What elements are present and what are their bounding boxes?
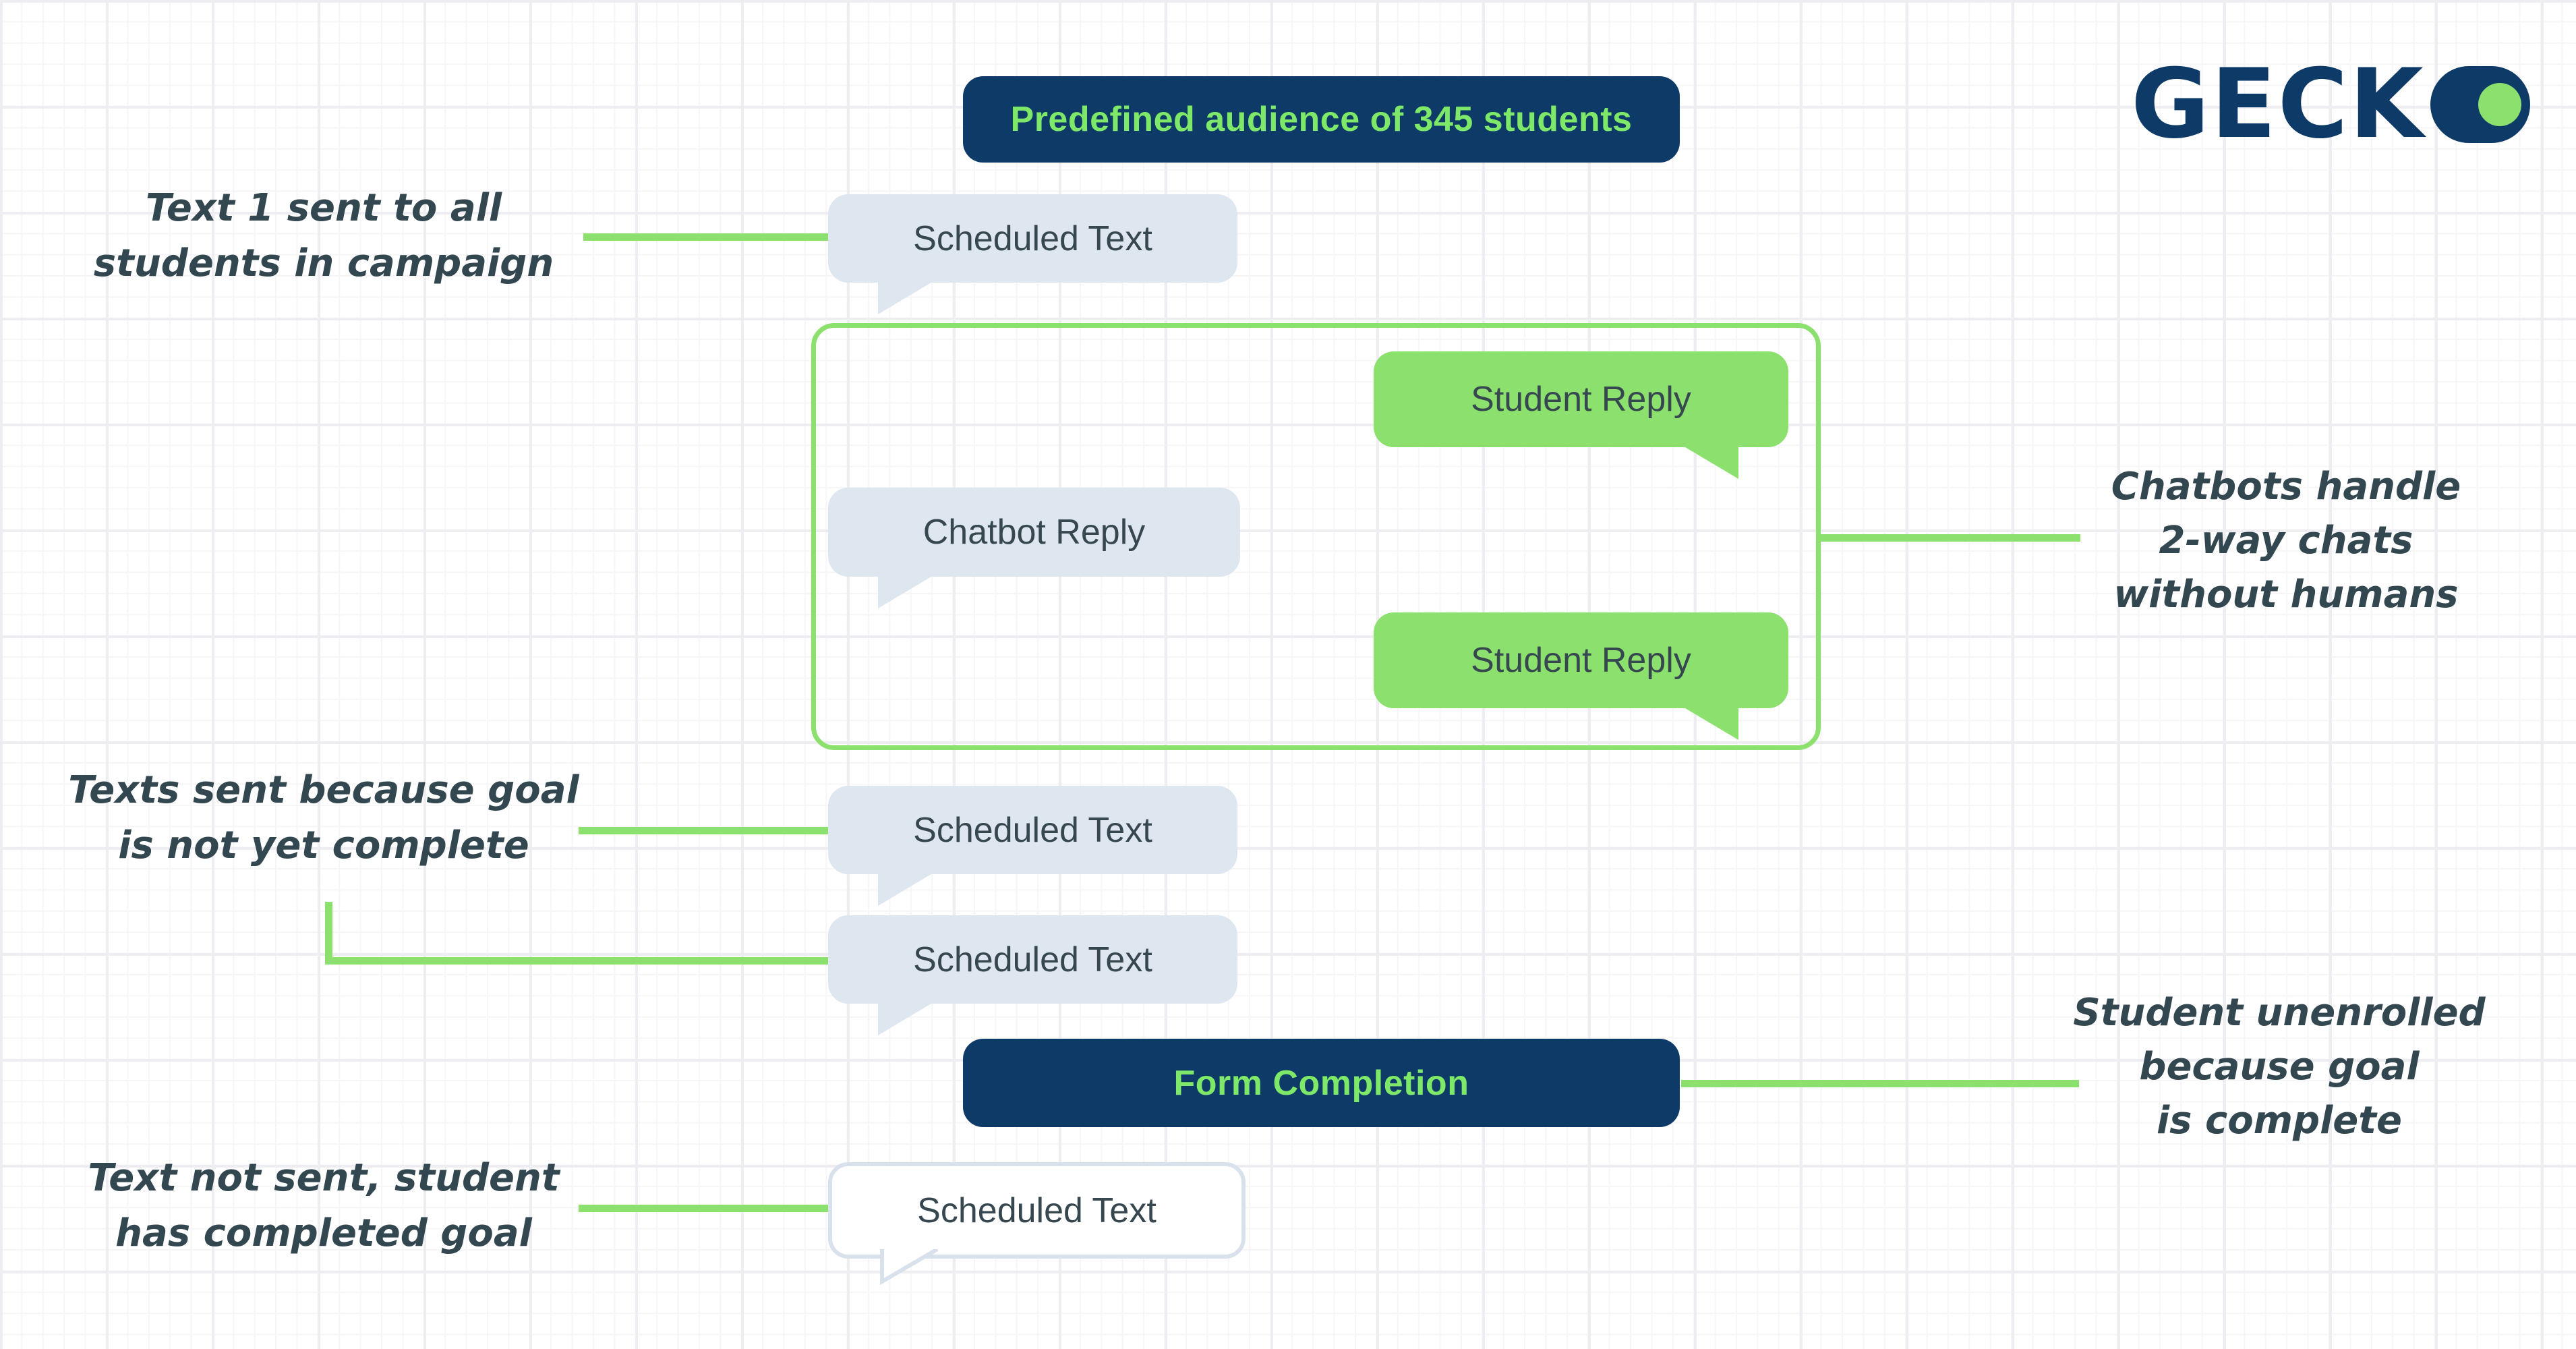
- annotation-line: because goal: [2139, 1045, 2420, 1089]
- scheduled-text-bubble-3: Scheduled Text: [828, 915, 1237, 1035]
- bubble-label: Scheduled Text: [913, 940, 1152, 979]
- bubble-label: Scheduled Text: [913, 219, 1152, 258]
- gecko-logo-o-icon: [2430, 66, 2530, 143]
- annotation-texts-sent-goal: Texts sent because goal is not yet compl…: [67, 763, 580, 873]
- annotation-line: is complete: [2156, 1099, 2403, 1143]
- scheduled-text-bubble-4-not-sent: Scheduled Text: [828, 1162, 1246, 1286]
- chatbot-reply-bubble: Chatbot Reply: [828, 488, 1240, 608]
- bubble-label: Scheduled Text: [917, 1190, 1157, 1230]
- annotation-line: Text not sent, student: [88, 1156, 560, 1200]
- annotation-chatbots-handle: Chatbots handle 2-way chats without huma…: [2063, 460, 2509, 622]
- bubble-label: Student Reply: [1471, 641, 1691, 680]
- gecko-logo-green-dot-icon: [2478, 83, 2521, 126]
- connector-form-to-annotation: [1681, 1080, 2079, 1087]
- annotation-line: without humans: [2113, 573, 2459, 616]
- student-reply-bubble-2: Student Reply: [1374, 612, 1788, 740]
- annotation-line: 2-way chats: [2159, 519, 2413, 563]
- gecko-logo-text: GECK: [2131, 49, 2425, 160]
- connector-annotation3-to-scheduled4: [579, 1205, 829, 1212]
- annotation-line: Student unenrolled: [2073, 991, 2486, 1035]
- form-completion-label: Form Completion: [1173, 1063, 1469, 1103]
- scheduled-text-bubble-1: Scheduled Text: [828, 194, 1237, 314]
- connector-annotation1-to-scheduled1: [583, 233, 833, 241]
- annotation-line: Chatbots handle: [2111, 465, 2461, 509]
- annotation-line: is not yet complete: [118, 824, 529, 867]
- connector-elbow-horizontal: [325, 957, 829, 965]
- bubble-label: Student Reply: [1471, 380, 1691, 419]
- student-reply-bubble-1: Student Reply: [1374, 351, 1788, 479]
- bubble-tail-icon: [878, 1002, 935, 1035]
- scheduled-text-bubble-2: Scheduled Text: [828, 786, 1237, 906]
- bubble-label: Chatbot Reply: [923, 513, 1146, 552]
- connector-elbow-vertical: [325, 902, 332, 965]
- bubble-label: Scheduled Text: [913, 810, 1152, 850]
- bubble-tail-icon: [878, 281, 935, 314]
- gecko-logo: GECK: [2131, 49, 2530, 160]
- audience-pill: Predefined audience of 345 students: [963, 76, 1680, 163]
- audience-pill-label: Predefined audience of 345 students: [1010, 100, 1633, 139]
- bubble-tail-icon: [878, 872, 935, 906]
- annotation-text1-sent: Text 1 sent to all students in campaign: [67, 181, 580, 291]
- annotation-line: students in campaign: [93, 241, 554, 285]
- annotation-line: Texts sent because goal: [68, 768, 579, 812]
- annotation-line: has completed goal: [115, 1211, 532, 1255]
- annotation-text-not-sent: Text not sent, student has completed goa…: [67, 1151, 580, 1261]
- form-completion-pill: Form Completion: [963, 1039, 1680, 1127]
- bubble-tail-icon: [880, 1249, 939, 1286]
- connector-container-to-annotation: [1816, 534, 2080, 542]
- connector-annotation2-to-scheduled2: [579, 827, 829, 834]
- annotation-line: Text 1 sent to all: [145, 186, 502, 230]
- annotation-student-unenrolled: Student unenrolled because goal is compl…: [2057, 986, 2502, 1148]
